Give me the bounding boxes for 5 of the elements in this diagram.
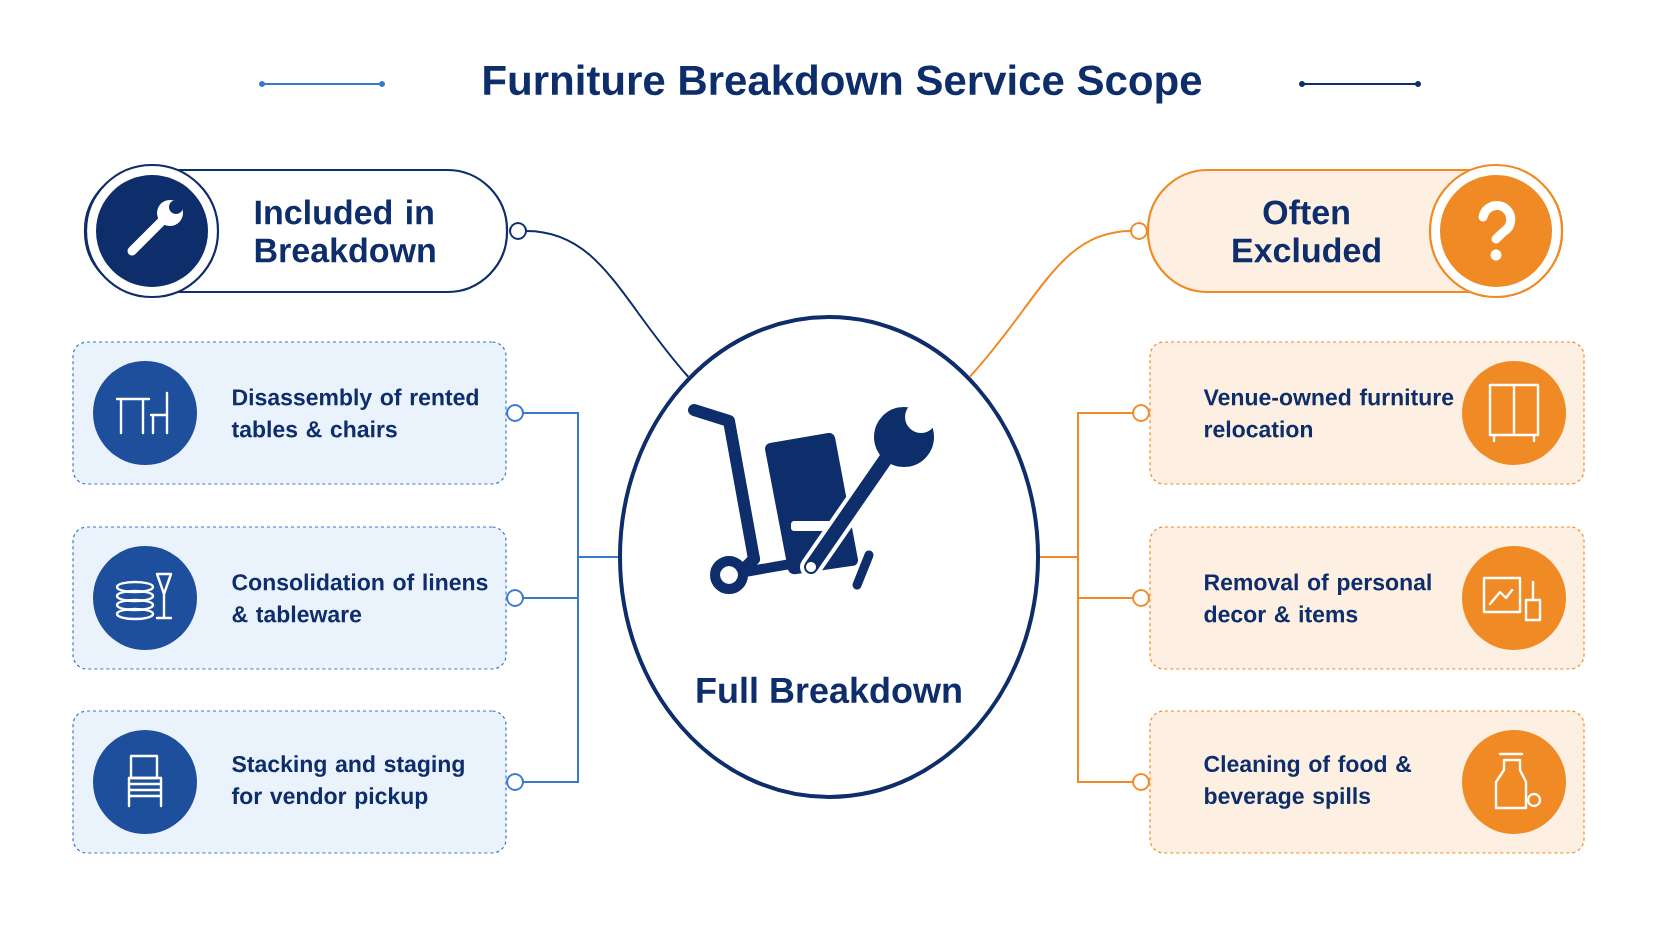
connector [1039,556,1150,791]
connector [968,222,1148,378]
connector [509,222,690,378]
connector [506,556,619,791]
title: Furniture Breakdown Service Scope [484,64,1202,104]
